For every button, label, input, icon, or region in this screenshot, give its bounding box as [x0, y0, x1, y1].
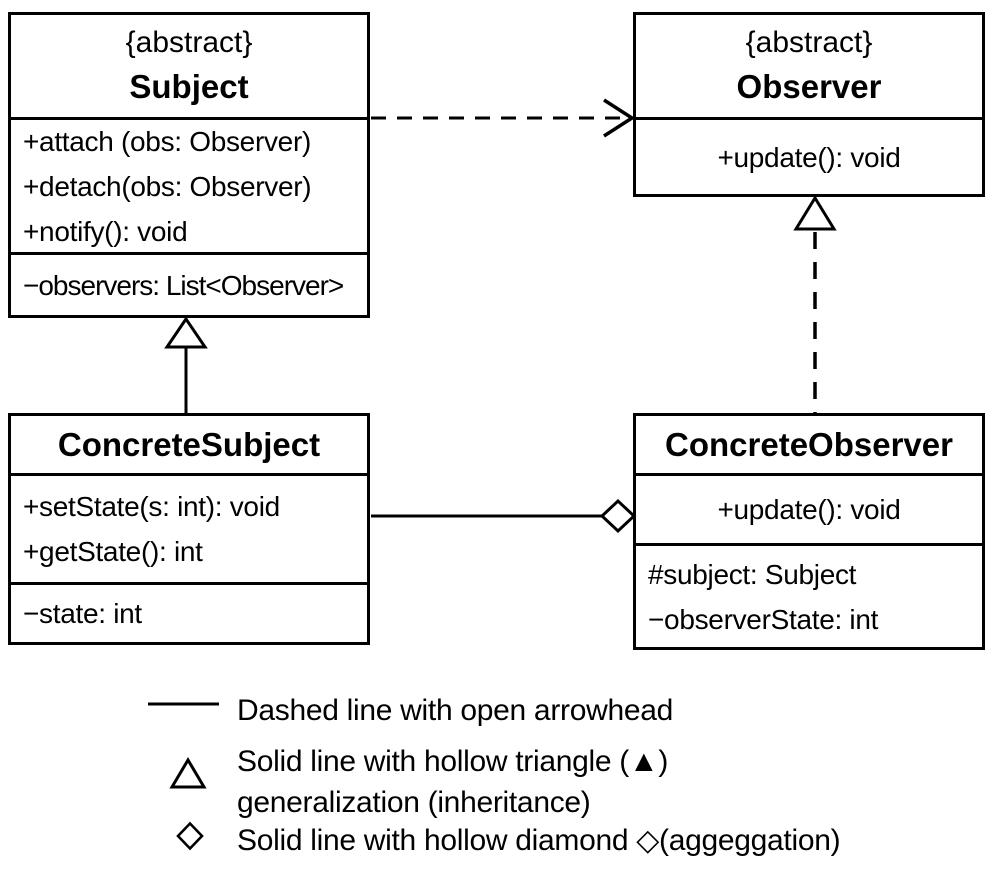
- concrete-subject-methods-compartment: +setState(s: int): void +getState(): int: [11, 476, 367, 585]
- legend-line-icon: [148, 702, 219, 706]
- subject-class-name: Subject: [129, 68, 249, 105]
- hollow-diamond-icon: [599, 498, 637, 534]
- legend-item-dependency: Dashed line with open arrowhead: [237, 694, 673, 727]
- subject-methods-compartment: +attach (obs: Observer) +detach(obs: Obs…: [11, 120, 367, 255]
- concrete-observer-attributes-compartment: #subject: Subject −observerState: int: [636, 546, 982, 647]
- observer-title-compartment: {abstract} Observer: [636, 15, 982, 120]
- concrete-subject-method: +getState(): int: [23, 536, 203, 567]
- legend-generalization-line-2: generalization (inheritance): [237, 786, 591, 819]
- class-box-subject: {abstract} Subject +attach (obs: Observe…: [8, 12, 370, 318]
- class-box-observer: {abstract} Observer +update(): void: [633, 12, 985, 197]
- subject-stereotype: {abstract}: [125, 26, 253, 59]
- subject-attributes-compartment: −observers: List<Observer>: [11, 255, 367, 315]
- concrete-subject-attributes-compartment: −state: int: [11, 585, 367, 642]
- aggregation-concrete-subject-to-concrete-observer: [371, 498, 637, 534]
- observer-methods-compartment: +update(): void: [636, 120, 982, 194]
- observer-class-name: Observer: [736, 68, 882, 105]
- concrete-subject-class-name: ConcreteSubject: [57, 425, 321, 463]
- observer-method: +update(): void: [717, 141, 901, 173]
- observer-stereotype: {abstract}: [745, 26, 873, 59]
- open-arrowhead-icon: [603, 98, 636, 138]
- legend-item-generalization: Solid line with hollow triangle (▲) gene…: [237, 741, 668, 823]
- class-box-concrete-subject: ConcreteSubject +setState(s: int): void …: [8, 413, 370, 645]
- legend-item-aggregation: Solid line with hollow diamond ◇(aggegga…: [237, 824, 841, 857]
- concrete-observer-attribute: #subject: Subject: [648, 558, 857, 590]
- generalization-concrete-subject-to-subject: [164, 316, 208, 414]
- concrete-subject-title-compartment: ConcreteSubject: [11, 416, 367, 476]
- legend-hollow-triangle-icon: [169, 757, 207, 789]
- concrete-subject-method: +setState(s: int): void: [23, 491, 280, 522]
- hollow-triangle-icon: [164, 316, 208, 349]
- legend-hollow-diamond-icon: [176, 821, 204, 851]
- concrete-observer-attribute: −observerState: int: [648, 603, 879, 635]
- legend-generalization-line-1: Solid line with hollow triangle (▲): [237, 745, 669, 778]
- concrete-observer-method: +update(): void: [717, 494, 901, 525]
- concrete-observer-methods-compartment: +update(): void: [636, 476, 982, 546]
- subject-method: +attach (obs: Observer): [23, 125, 312, 157]
- subject-title-compartment: {abstract} Subject: [11, 15, 367, 120]
- subject-attribute: −observers: List<Observer>: [23, 269, 344, 301]
- dependency-arrow-subject-to-observer: [371, 98, 636, 138]
- hollow-triangle-icon: [793, 195, 837, 231]
- generalization-concrete-observer-to-observer: [793, 195, 837, 414]
- subject-method: +detach(obs: Observer): [23, 170, 312, 202]
- class-box-concrete-observer: ConcreteObserver +update(): void #subjec…: [633, 413, 985, 650]
- subject-method: +notify(): void: [23, 215, 188, 247]
- concrete-observer-title-compartment: ConcreteObserver: [636, 416, 982, 476]
- concrete-observer-class-name: ConcreteObserver: [665, 425, 953, 463]
- concrete-subject-attribute: −state: int: [23, 598, 142, 629]
